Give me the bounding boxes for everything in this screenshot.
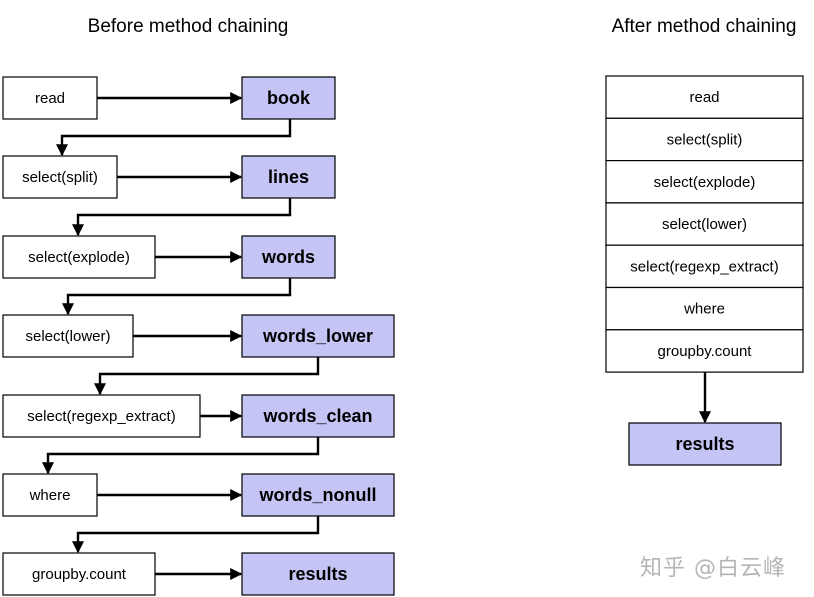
after-op-label: select(regexp_extract) bbox=[630, 258, 778, 275]
before-op-box bbox=[2, 552, 156, 596]
after-op-box bbox=[605, 117, 804, 162]
before-op-label: groupby.count bbox=[32, 566, 127, 583]
after-result-label: results bbox=[675, 434, 734, 454]
before-op-box bbox=[2, 155, 118, 199]
before-result-label: lines bbox=[268, 167, 309, 187]
after-op-box bbox=[605, 160, 804, 204]
before-op-label: select(regexp_extract) bbox=[27, 408, 175, 425]
before-result-label: words_nonull bbox=[259, 485, 377, 505]
after-op-box bbox=[605, 75, 804, 119]
before-connector bbox=[42, 437, 320, 475]
before-result-box bbox=[241, 314, 395, 358]
watermark: 知乎 @白云峰 bbox=[640, 556, 786, 581]
before-result-box bbox=[241, 235, 336, 279]
before-connector bbox=[94, 357, 320, 396]
left-title: Before method chaining bbox=[88, 16, 289, 37]
before-op-label: where bbox=[29, 487, 71, 504]
after-op-box bbox=[605, 202, 804, 246]
after-op-label: where bbox=[683, 301, 725, 318]
after-op-label: groupby.count bbox=[658, 343, 753, 360]
after-chaining-flow: read select(split) select(explode) select(l… bbox=[605, 75, 804, 466]
before-result-box bbox=[241, 473, 395, 517]
before-op-box bbox=[2, 394, 201, 438]
before-op-label: select(explode) bbox=[28, 249, 130, 266]
before-op-box bbox=[2, 76, 98, 120]
before-result-label: book bbox=[267, 88, 311, 108]
after-result-box bbox=[628, 422, 782, 466]
before-connector bbox=[62, 278, 292, 316]
after-op-label: select(split) bbox=[667, 131, 743, 148]
before-op-label: select(lower) bbox=[25, 328, 110, 345]
before-op-box bbox=[2, 473, 98, 517]
right-title: After method chaining bbox=[612, 16, 797, 37]
before-result-label: results bbox=[288, 564, 347, 584]
after-op-box bbox=[605, 329, 804, 373]
before-op-label: read bbox=[35, 90, 65, 107]
before-result-label: words_lower bbox=[262, 326, 373, 346]
before-connector bbox=[56, 119, 292, 157]
before-chaining-flow: read book select(split) lines select(explode… bbox=[2, 76, 395, 596]
before-result-box bbox=[241, 155, 336, 199]
before-result-box bbox=[241, 76, 336, 120]
before-result-label: words_clean bbox=[262, 406, 372, 426]
before-result-box bbox=[241, 394, 395, 438]
after-op-label: select(lower) bbox=[662, 216, 747, 233]
after-op-label: select(explode) bbox=[654, 174, 756, 191]
before-connector bbox=[72, 516, 320, 554]
before-connector bbox=[72, 198, 292, 237]
before-result-box bbox=[241, 552, 395, 596]
after-op-box bbox=[605, 244, 804, 289]
after-op-label: read bbox=[689, 89, 719, 106]
before-op-label: select(split) bbox=[22, 169, 98, 186]
before-result-label: words bbox=[261, 247, 315, 267]
